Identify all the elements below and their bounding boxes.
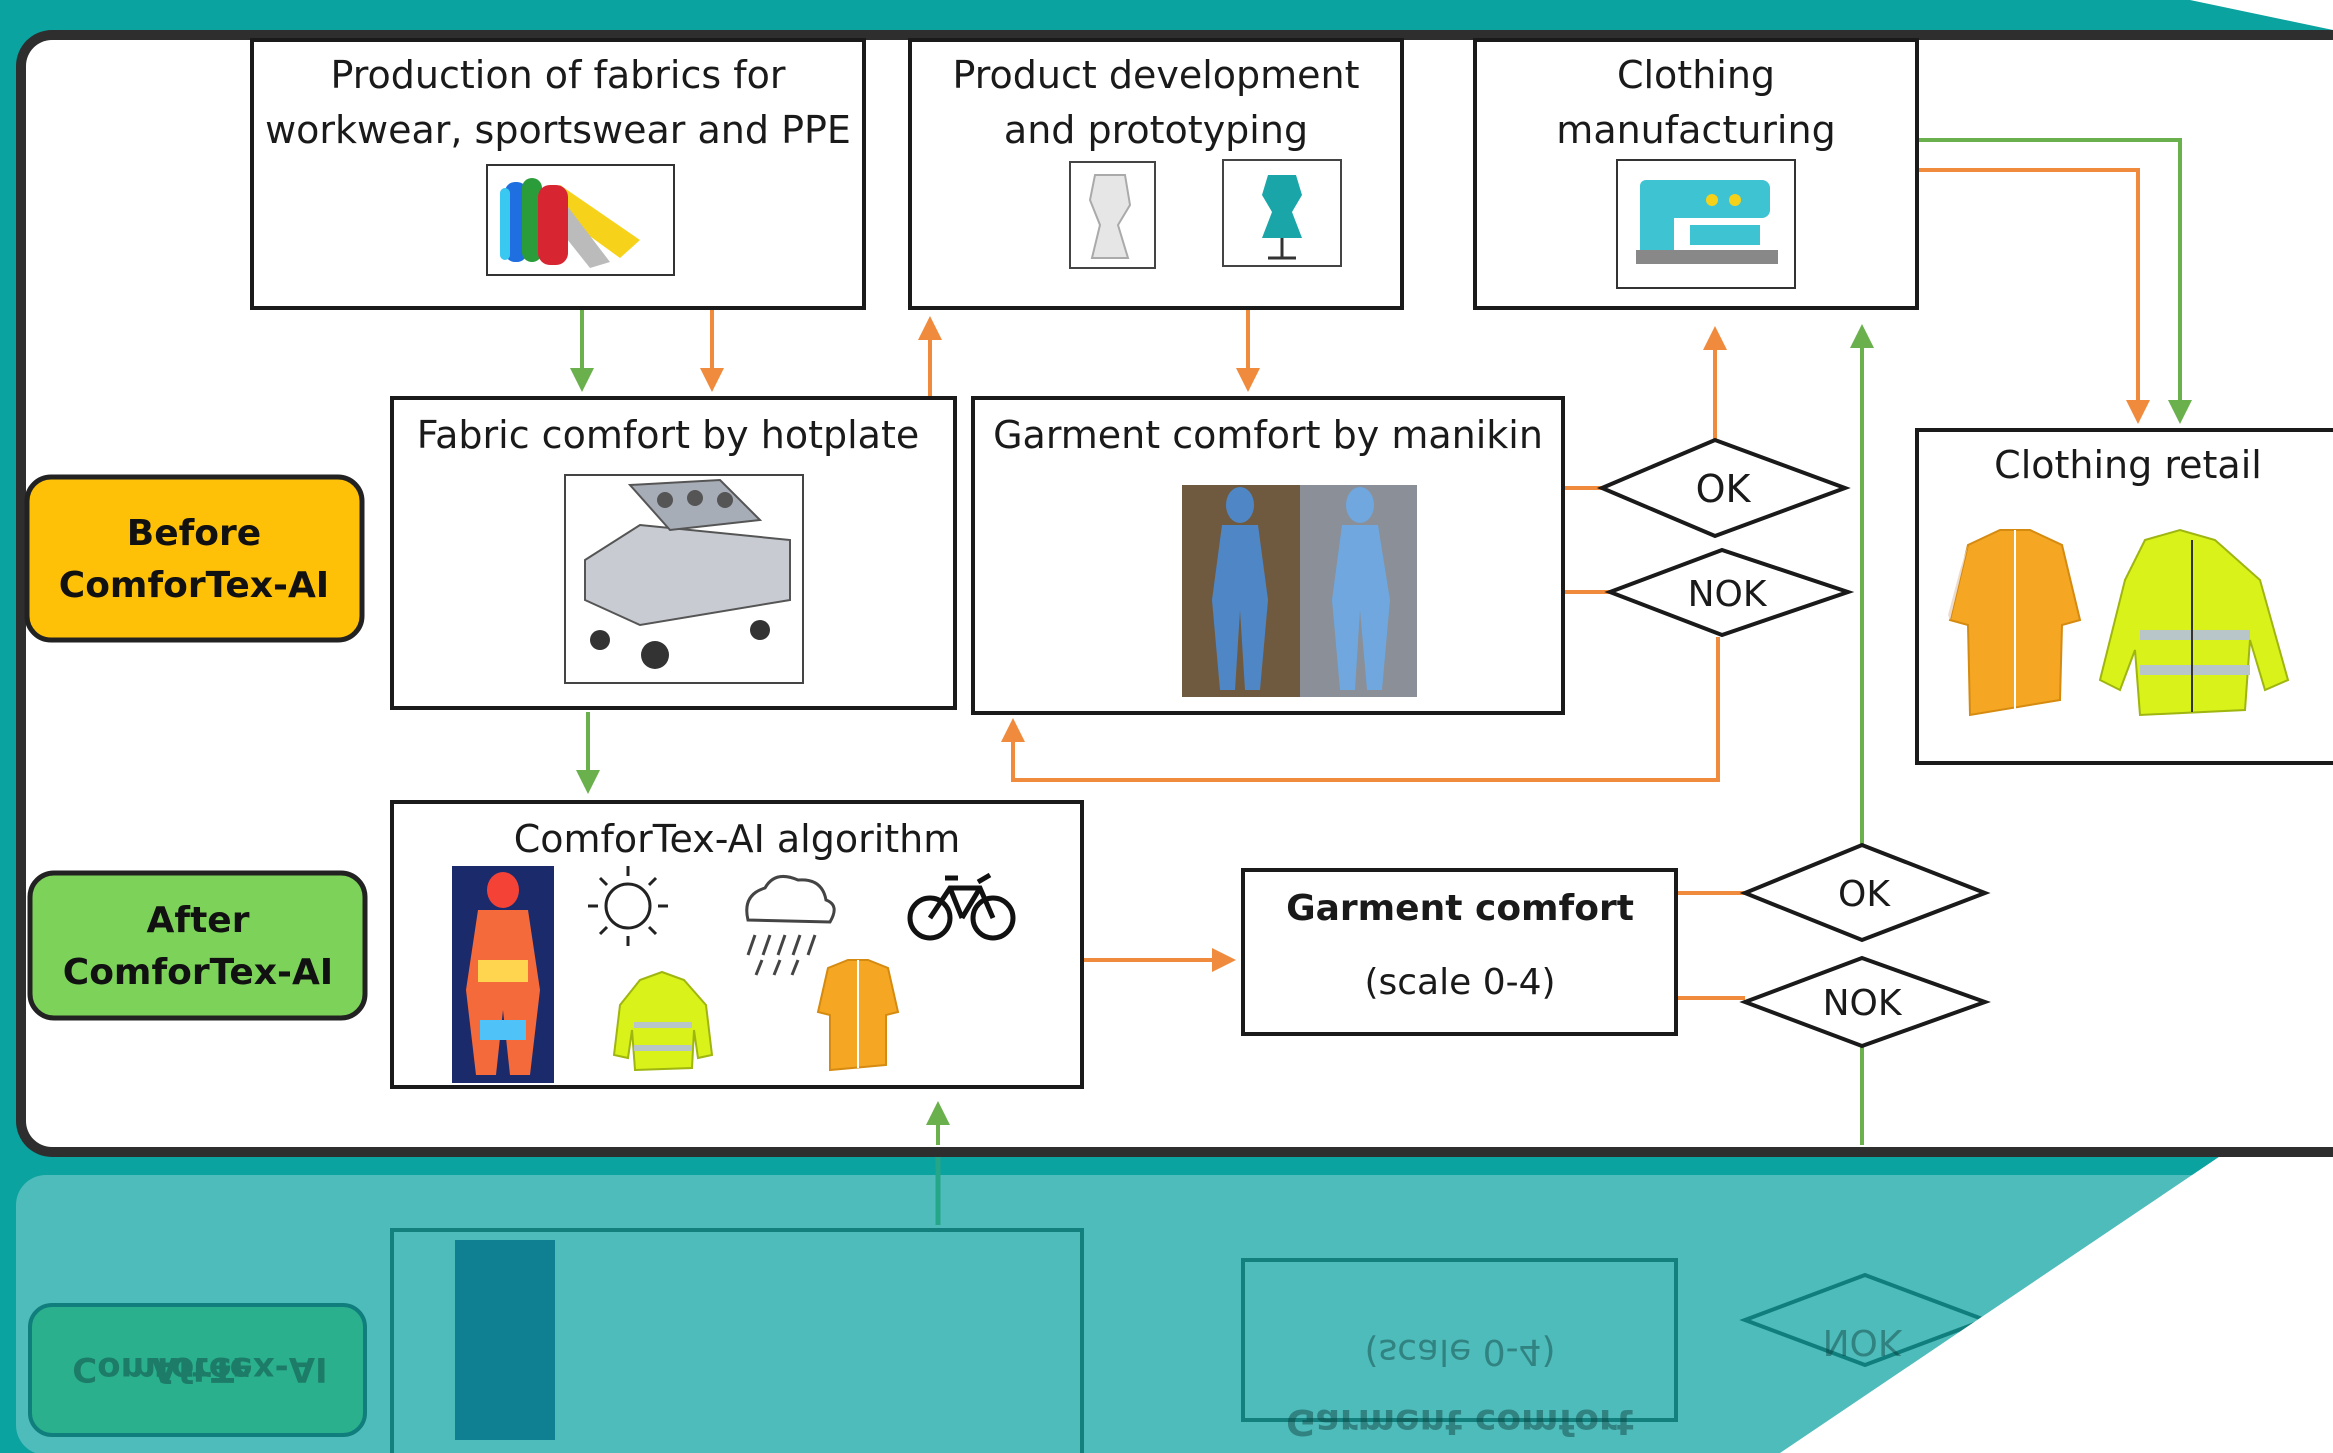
manikin-photo-icon — [1182, 485, 1417, 697]
arrow-manufacturing-retail-orange — [1918, 168, 2150, 424]
manikin-title: Garment comfort by manikin — [993, 413, 1543, 457]
box-garment-comfort: Garment comfort (scale 0-4) — [1241, 868, 1678, 1036]
ok-bottom-label: OK — [1838, 874, 1891, 915]
box-algorithm: ComforTex-AI algorithm — [390, 800, 1084, 1089]
box-manikin: Garment comfort by manikin — [971, 396, 1565, 715]
decision-nok-top: NOK — [1604, 547, 1855, 638]
box-product-development: Product development and prototyping — [908, 38, 1404, 310]
hotplate-device-icon — [564, 474, 804, 684]
connectors — [570, 138, 2192, 1145]
nok-top-label: NOK — [1688, 574, 1768, 615]
fabric-title-line1: Production of fabrics for — [331, 53, 786, 97]
algorithm-title: ComforTex-AI algorithm — [514, 817, 961, 861]
box-clothing-manufacturing: Clothing manufacturing — [1473, 38, 1919, 310]
arrow-nok-loop — [1001, 637, 1720, 782]
reflection-scale: (scale 0-4) — [1364, 1331, 1555, 1372]
bicycle-icon — [907, 872, 1016, 941]
box-fabric-production: Production of fabrics for workwear, spor… — [250, 38, 866, 310]
hi-vis-jacket-icon — [612, 970, 714, 1072]
hotplate-title: Fabric comfort by hotplate — [417, 413, 919, 457]
dress-pattern-icon — [1069, 161, 1156, 269]
reflection — [16, 1125, 2316, 1453]
ok-top-label: OK — [1696, 467, 1752, 511]
after-label-line1: After — [147, 900, 250, 941]
fabric-rolls-icon — [486, 164, 675, 276]
before-label-line2: ComforTex-AI — [59, 565, 329, 606]
nok-bottom-label: NOK — [1823, 983, 1903, 1024]
garment-comfort-title: Garment comfort — [1286, 888, 1634, 929]
dress-form-icon — [1222, 159, 1342, 267]
decision-nok-bottom: NOK — [1739, 955, 1991, 1049]
reflection-nok: NOK — [1823, 1321, 1903, 1362]
box-clothing-retail: Clothing retail — [1915, 428, 2333, 765]
reflection-after-line1: After — [151, 1349, 248, 1389]
corner-accent — [2190, 0, 2333, 30]
rain-cloud-icon — [745, 874, 836, 976]
after-label-line2: ComforTex-AI — [63, 952, 333, 993]
thermal-body-icon — [452, 866, 554, 1083]
after-label: After ComforTex-AI — [27, 870, 368, 1021]
sun-icon — [588, 866, 668, 946]
white-triangle — [1780, 1080, 2333, 1453]
retail-title: Clothing retail — [1994, 443, 2262, 487]
cycling-jersey-icon — [1948, 529, 2082, 717]
decision-ok-top: OK — [1596, 437, 1851, 539]
hi-vis-jacket-icon — [2098, 528, 2290, 717]
box-hotplate: Fabric comfort by hotplate — [390, 396, 957, 710]
reflection-garment-title: Garment comfort — [1286, 1401, 1634, 1442]
manufacturing-title-line1: Clothing — [1617, 53, 1775, 97]
reflection-after-line2: ComforTex-AI — [72, 1349, 327, 1389]
product-title-line2: and prototyping — [1004, 108, 1308, 152]
cycling-jersey-icon — [816, 959, 900, 1072]
garment-comfort-scale: (scale 0-4) — [1364, 962, 1555, 1003]
fabric-title-line2: workwear, sportswear and PPE — [265, 108, 851, 152]
sewing-machine-icon — [1616, 159, 1796, 289]
arrow-manufacturing-retail-green — [1918, 138, 2192, 424]
before-label-line1: Before — [127, 513, 261, 554]
before-label: Before ComforTex-AI — [24, 474, 365, 643]
decision-ok-bottom: OK — [1739, 842, 1991, 943]
product-title-line1: Product development — [952, 53, 1359, 97]
manufacturing-title-line2: manufacturing — [1556, 108, 1835, 152]
reflection-text: ComforTex-AI After (scale 0-4) Garment c… — [72, 1321, 1903, 1453]
